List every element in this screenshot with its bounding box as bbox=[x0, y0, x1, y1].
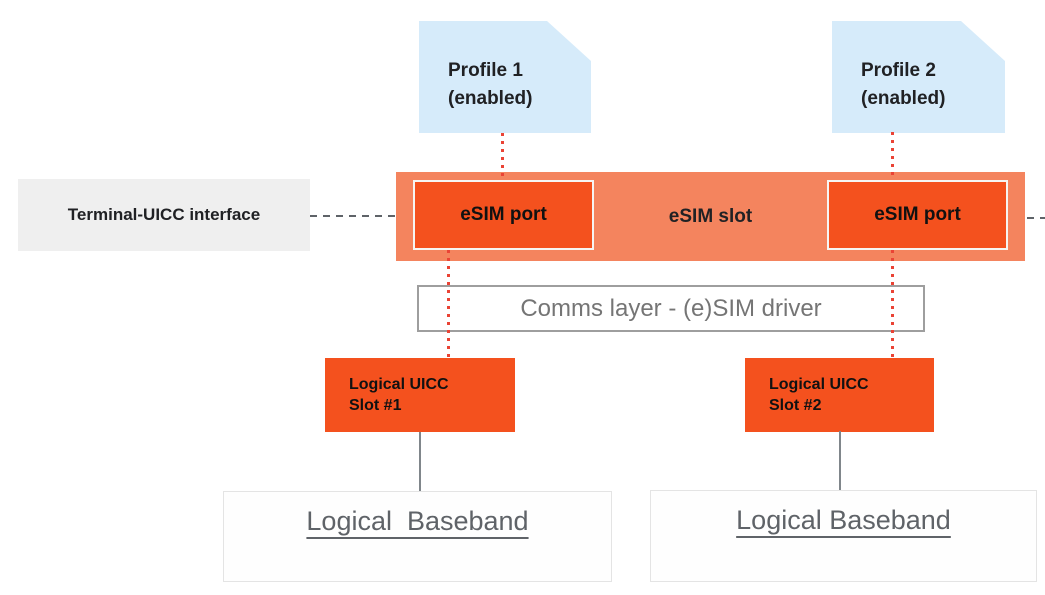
connector-uicc1-baseband1 bbox=[419, 432, 421, 491]
logical-baseband-2-box: Logical Baseband bbox=[650, 490, 1037, 582]
red-dotted-connector-port1-uicc1 bbox=[447, 250, 450, 358]
red-dotted-connector-port2-uicc2 bbox=[891, 250, 894, 358]
logical-uicc-slot-2-line1: Logical UICC bbox=[769, 376, 869, 393]
logical-baseband-1-label: Logical Baseband bbox=[306, 506, 529, 536]
profile-1-title: Profile 1 bbox=[448, 60, 523, 81]
profile-1-card: Profile 1 (enabled) bbox=[419, 21, 591, 133]
logical-baseband-1-box: Logical Baseband bbox=[223, 491, 612, 582]
profile-2-status: (enabled) bbox=[861, 88, 946, 109]
dashed-connector-left bbox=[310, 215, 396, 217]
profile-2-card: Profile 2 (enabled) bbox=[832, 21, 1005, 133]
red-dotted-connector-profile2-port2 bbox=[891, 132, 894, 180]
esim-port-2-box: eSIM port bbox=[827, 180, 1008, 250]
dashed-connector-right bbox=[1027, 217, 1045, 219]
logical-uicc-slot-1-box: Logical UICC Slot #1 bbox=[325, 358, 515, 432]
profile-2-title: Profile 2 bbox=[861, 60, 936, 81]
comms-layer-label: Comms layer - (e)SIM driver bbox=[520, 294, 822, 322]
terminal-uicc-interface-label: Terminal-UICC interface bbox=[18, 179, 310, 251]
esim-port-1-label: eSIM port bbox=[460, 204, 547, 225]
esim-slot-box: eSIM port eSIM slot eSIM port bbox=[396, 172, 1025, 261]
red-dotted-connector-profile1-port1 bbox=[501, 133, 504, 180]
esim-port-1-box: eSIM port bbox=[413, 180, 594, 250]
comms-layer-box: Comms layer - (e)SIM driver bbox=[417, 285, 925, 332]
profile-1-status: (enabled) bbox=[448, 88, 533, 109]
logical-uicc-slot-2-line2: Slot #2 bbox=[769, 397, 822, 414]
terminal-uicc-interface-text: Terminal-UICC interface bbox=[67, 205, 261, 224]
esim-port-2-label: eSIM port bbox=[874, 204, 961, 225]
logical-uicc-slot-1-line2: Slot #1 bbox=[349, 397, 402, 414]
logical-baseband-2-label: Logical Baseband bbox=[736, 505, 951, 535]
logical-uicc-slot-2-box: Logical UICC Slot #2 bbox=[745, 358, 934, 432]
logical-uicc-slot-1-line1: Logical UICC bbox=[349, 376, 449, 393]
esim-slot-label: eSIM slot bbox=[668, 205, 753, 227]
connector-uicc2-baseband2 bbox=[839, 431, 841, 491]
